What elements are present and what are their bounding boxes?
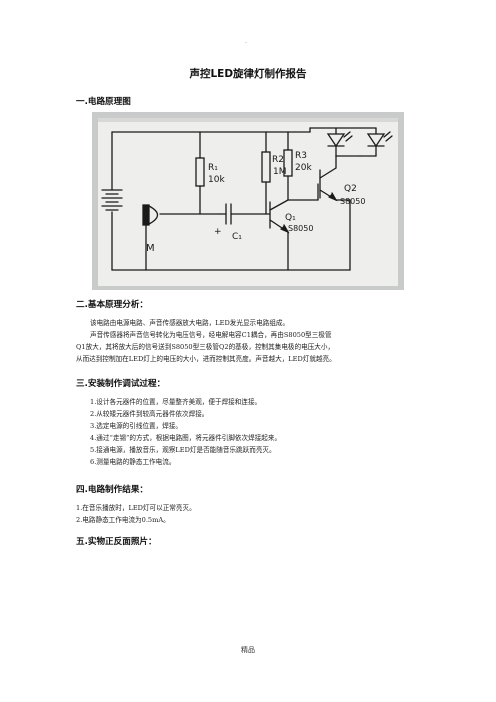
r3-label: R3 [295, 151, 307, 161]
process-step-5: 5.接通电源，播放音乐，观察LED灯是否能随音乐跳跃而亮灭。 [90, 446, 276, 454]
q1-value: S8050 [288, 224, 313, 233]
r1-value: 10k [208, 175, 225, 185]
circuit-schematic: R₁ 10k M + C₁ R2 1M R3 20k [98, 118, 398, 286]
q1-label: Q₁ [285, 213, 296, 223]
paper-sheet [98, 118, 398, 286]
c1-label: C₁ [232, 232, 242, 242]
section-4-heading: 四.电路制作结果： [76, 485, 149, 495]
analysis-line-1: 该电路由电源电路、声音传感器放大电路，LED发光显示电路组成。 [90, 319, 290, 327]
circuit-diagram-photo: R₁ 10k M + C₁ R2 1M R3 20k [92, 112, 404, 290]
led-2 [366, 131, 393, 157]
microphone-body [142, 204, 150, 226]
process-step-2: 2.从较矮元器件到较高元器件依次焊接。 [90, 410, 209, 418]
process-step-3: 3.选定电源的引线位置，焊接。 [90, 422, 183, 430]
analysis-line-4: 从而达到控制加在LED灯上的电压的大小，进而控制其亮度。声音越大，LED灯就越亮… [76, 355, 336, 363]
section-1-heading: 一.电路原理图 [76, 97, 131, 107]
q2-label: Q2 [344, 184, 357, 194]
r1-label: R₁ [208, 163, 218, 173]
document-title: 声控LED旋律灯制作报告 [189, 68, 307, 80]
process-step-1: 1.设计各元器件的位置，尽量整齐美观，便于焊接和连接。 [90, 398, 262, 406]
result-line-1: 1.在音乐播放时，LED灯可以正常亮灭。 [76, 504, 196, 512]
analysis-line-3: Q1放大，其将放大后的信号送到S8050型三极管Q2的基极，控制其集电极的电压大… [76, 343, 335, 351]
page-top-mark: . [245, 38, 247, 45]
process-step-6: 6.测量电路的静态工作电流。 [90, 458, 176, 466]
result-line-2: 2.电路静态工作电流为0.5mA。 [76, 516, 170, 524]
mic-label: M [146, 243, 155, 254]
microphone-diaphragm [148, 205, 159, 225]
page-footer: 精品 [241, 646, 255, 654]
section-5-heading: 五.实物正反面照片： [76, 537, 157, 547]
battery-symbol [101, 189, 123, 211]
section-3-heading: 三.安装制作调试过程： [76, 379, 166, 389]
analysis-line-2: 声音传感器将声音信号转化为电压信号，经电解电容C1耦合，再由S8050型三极管 [90, 331, 332, 339]
process-step-4: 4.通过“走锡”的方式，根据电路图，将元器件引脚依次焊接起来。 [90, 434, 282, 442]
r3-value: 20k [295, 163, 312, 173]
q2-value: S8050 [340, 197, 365, 206]
c1-plus: + [214, 227, 222, 237]
led-1 [326, 131, 353, 157]
r2-label: R2 [272, 155, 284, 165]
r2-value: 1M [273, 167, 287, 177]
section-2-heading: 二.基本原理分析： [76, 300, 149, 310]
